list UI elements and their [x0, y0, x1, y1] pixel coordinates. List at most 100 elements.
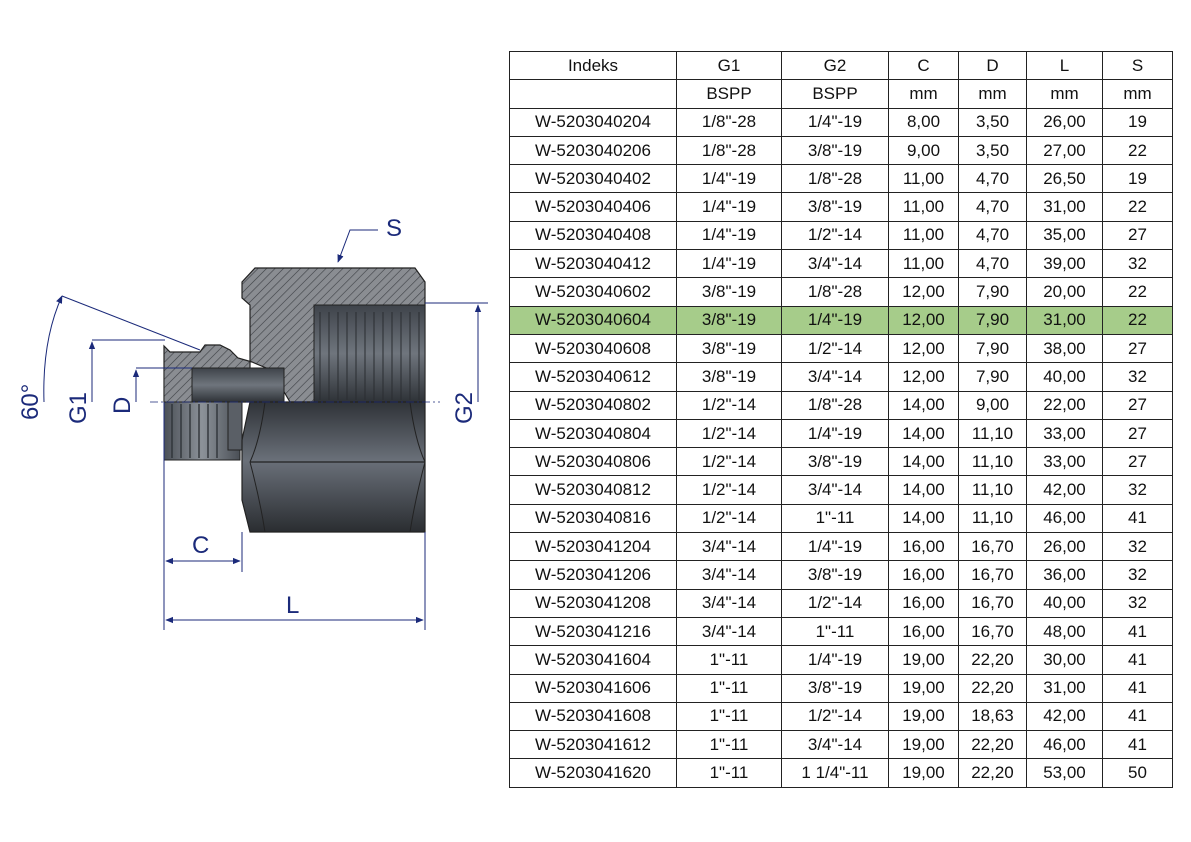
label-c: C [192, 532, 209, 559]
table-cell: 31,00 [1026, 305, 1103, 335]
table-cell: 31,00 [1026, 192, 1103, 222]
table-cell: 1/2"-14 [781, 220, 889, 251]
table-cell: 4,70 [958, 164, 1027, 194]
table-cell: 42,00 [1026, 701, 1103, 732]
table-cell: 38,00 [1026, 333, 1103, 364]
table-cell: 3/8"-19 [676, 362, 782, 392]
table-cell: 11,10 [958, 475, 1027, 505]
unit-cell: BSPP [676, 79, 782, 109]
spec-table: Indeks G1 G2 C D L S BSPP BSPP mm mm mm … [509, 50, 1173, 788]
table-cell: 7,90 [958, 333, 1027, 364]
outside-view [150, 401, 440, 533]
table-cell: 4,70 [958, 192, 1027, 222]
table-cell: 27,00 [1026, 135, 1103, 166]
table-cell: 41 [1102, 616, 1173, 647]
header-cell: Indeks [509, 50, 677, 81]
label-l: L [286, 592, 299, 619]
table-cell: 27 [1102, 447, 1173, 477]
table-cell: 16,00 [888, 532, 959, 562]
table-cell: 3/4"-14 [781, 475, 889, 505]
table-cell: 3/4"-14 [676, 560, 782, 590]
table-cell: 27 [1102, 418, 1173, 449]
table-cell: 12,00 [888, 333, 959, 364]
table-cell: 32 [1102, 362, 1173, 392]
table-cell: 7,90 [958, 277, 1027, 307]
label-d: D [109, 397, 136, 414]
table-cell: 1/2"-14 [676, 475, 782, 505]
table-cell: 41 [1102, 730, 1173, 760]
table-cell: W-5203041612 [509, 730, 677, 760]
table-cell: 14,00 [888, 418, 959, 449]
unit-cell: mm [958, 79, 1027, 109]
table-cell: 1/2"-14 [676, 418, 782, 449]
table-cell: 26,00 [1026, 532, 1103, 562]
table-cell: 1/2"-14 [676, 390, 782, 420]
table-cell: 33,00 [1026, 418, 1103, 449]
table-cell: 22,20 [958, 758, 1027, 788]
table-cell: 1"-11 [676, 673, 782, 703]
table-cell: 16,00 [888, 616, 959, 647]
label-angle: 60° [17, 384, 44, 420]
table-cell: 22,20 [958, 645, 1027, 675]
table-cell: 3/8"-19 [781, 560, 889, 590]
table-cell: 1"-11 [676, 730, 782, 760]
table-cell: 27 [1102, 390, 1173, 420]
table-cell: 1/4"-19 [676, 192, 782, 222]
table-cell: 12,00 [888, 305, 959, 335]
table-cell: 1/8"-28 [676, 107, 782, 137]
table-cell: 19 [1102, 164, 1173, 194]
table-cell: 11,00 [888, 249, 959, 279]
table-cell: 1/4"-19 [781, 645, 889, 675]
table-cell: 1/4"-19 [781, 418, 889, 449]
table-cell: 1/8"-28 [781, 390, 889, 420]
table-cell: 11,00 [888, 220, 959, 251]
table-cell: 16,70 [958, 616, 1027, 647]
table-cell: 11,10 [958, 447, 1027, 477]
table-cell: W-5203040412 [509, 249, 677, 279]
table-cell: 19,00 [888, 730, 959, 760]
table-cell: W-5203041620 [509, 758, 677, 788]
table-cell: 1/8"-28 [676, 135, 782, 166]
table-cell: 1"-11 [676, 645, 782, 675]
table-cell: 16,00 [888, 560, 959, 590]
table-cell: 22 [1102, 305, 1173, 335]
table-cell: 22,20 [958, 673, 1027, 703]
table-cell: 1"-11 [781, 616, 889, 647]
table-cell: 14,00 [888, 390, 959, 420]
label-g2: G2 [451, 392, 478, 424]
table-cell: 11,00 [888, 192, 959, 222]
table-cell: 39,00 [1026, 249, 1103, 279]
header-cell: S [1102, 50, 1173, 81]
table-cell: 32 [1102, 475, 1173, 505]
table-cell: 3,50 [958, 107, 1027, 137]
table-cell: W-5203040206 [509, 135, 677, 166]
table-cell: 53,00 [1026, 758, 1103, 788]
table-cell: 8,00 [888, 107, 959, 137]
table-cell: 41 [1102, 673, 1173, 703]
table-cell: 11,00 [888, 164, 959, 194]
table-cell: 3/4"-14 [676, 532, 782, 562]
table-cell: 14,00 [888, 503, 959, 534]
table-cell: 46,00 [1026, 730, 1103, 760]
table-cell: 16,70 [958, 560, 1027, 590]
table-cell: 3/8"-19 [781, 447, 889, 477]
table-cell: 27 [1102, 220, 1173, 251]
table-cell: W-5203040406 [509, 192, 677, 222]
table-cell: 1/2"-14 [676, 503, 782, 534]
